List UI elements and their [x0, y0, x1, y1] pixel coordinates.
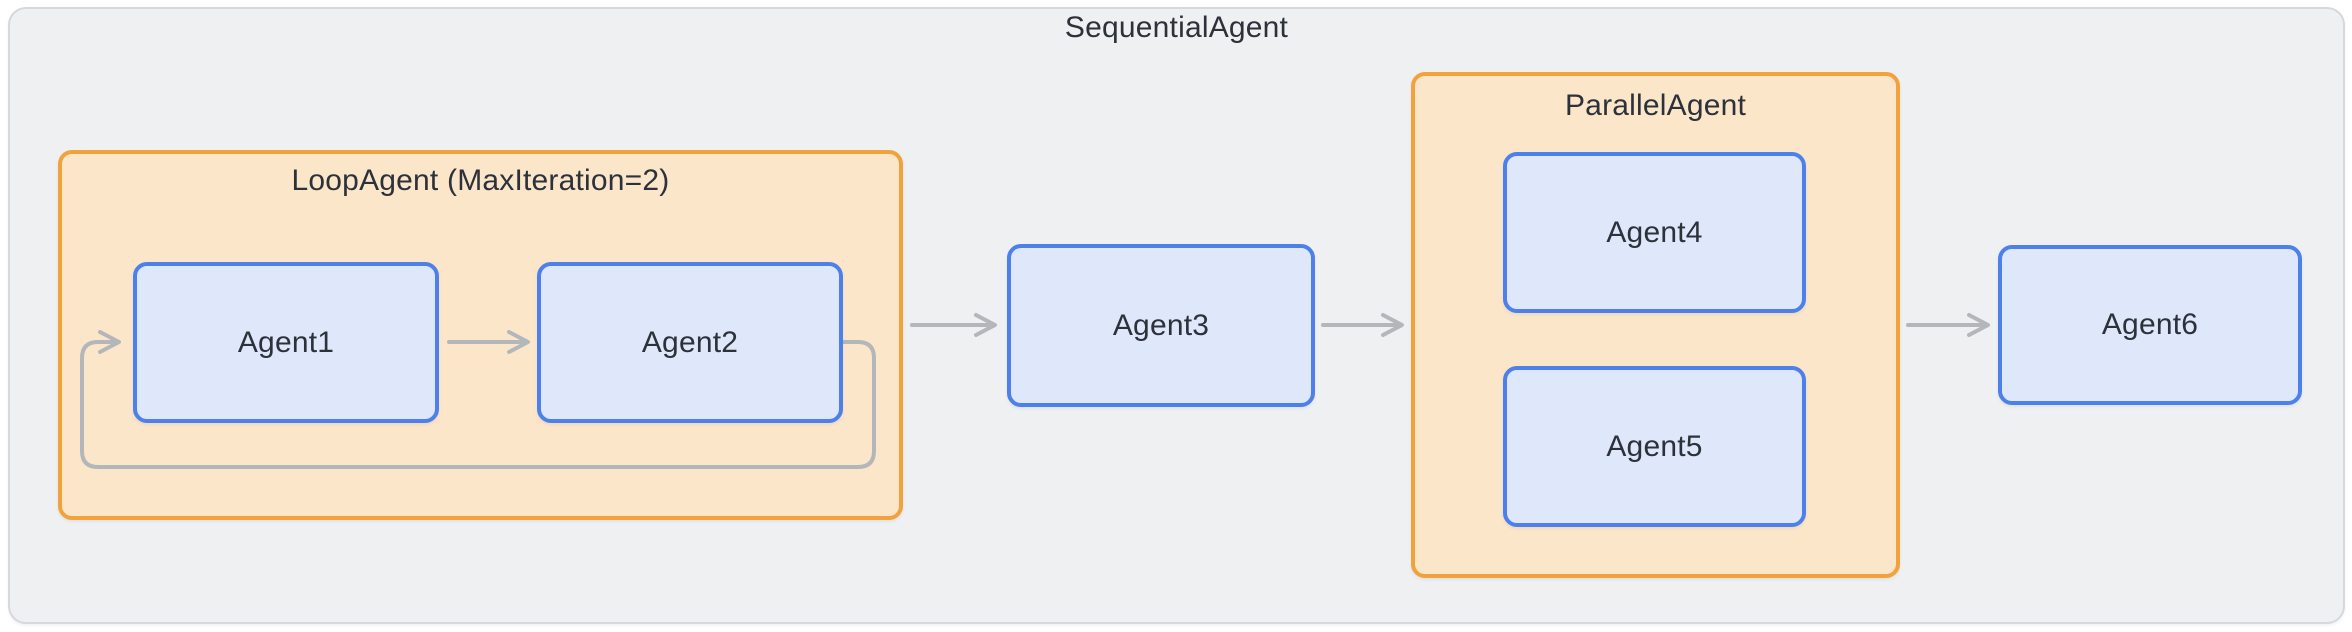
- parallel-agent-label: ParallelAgent: [1564, 89, 1747, 122]
- agent6-label: Agent6: [2101, 308, 2199, 341]
- agent2-label: Agent2: [641, 325, 739, 359]
- agent1-label: Agent1: [237, 325, 335, 359]
- agent4-node: Agent4: [1503, 152, 1806, 313]
- agent4-label: Agent4: [1606, 215, 1703, 249]
- agent3-label: Agent3: [1112, 308, 1210, 342]
- loop-agent-label: LoopAgent (MaxIteration=2): [291, 164, 670, 197]
- agent5-node: Agent5: [1503, 366, 1806, 527]
- sequential-agent-title: SequentialAgent: [1064, 11, 1289, 44]
- agent1-node: Agent1: [133, 262, 439, 423]
- agent6-node: Agent6: [1998, 245, 2302, 405]
- agent3-node: Agent3: [1007, 244, 1315, 407]
- agent5-label: Agent5: [1606, 429, 1703, 463]
- agent2-node: Agent2: [537, 262, 843, 423]
